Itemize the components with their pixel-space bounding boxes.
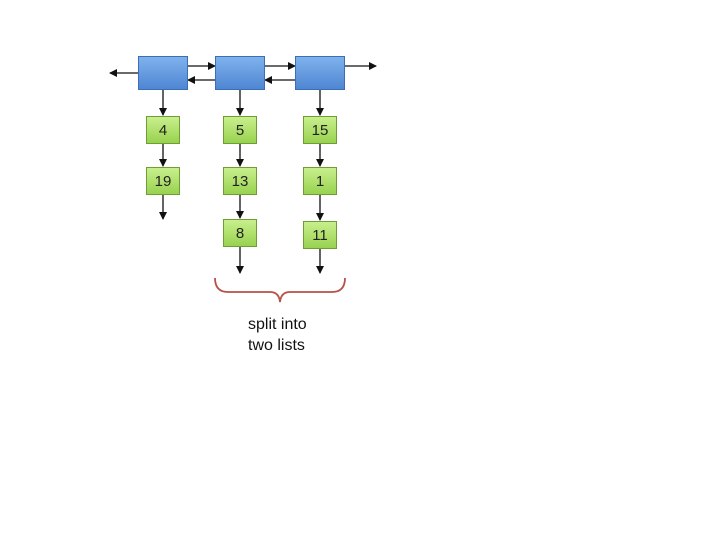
list-node-col0-0: 4 xyxy=(146,116,180,144)
list-node-col0-1: 19 xyxy=(146,167,180,195)
head-cell-2 xyxy=(295,56,345,90)
list-node-col2-2: 11 xyxy=(303,221,337,249)
list-node-col2-1: 1 xyxy=(303,167,337,195)
list-node-col1-1: 13 xyxy=(223,167,257,195)
curly-brace xyxy=(214,277,346,303)
list-node-col2-0: 15 xyxy=(303,116,337,144)
head-cell-0 xyxy=(138,56,188,90)
head-cell-1 xyxy=(215,56,265,90)
list-node-col1-0: 5 xyxy=(223,116,257,144)
list-node-col1-2: 8 xyxy=(223,219,257,247)
split-caption: split into two lists xyxy=(248,316,307,354)
